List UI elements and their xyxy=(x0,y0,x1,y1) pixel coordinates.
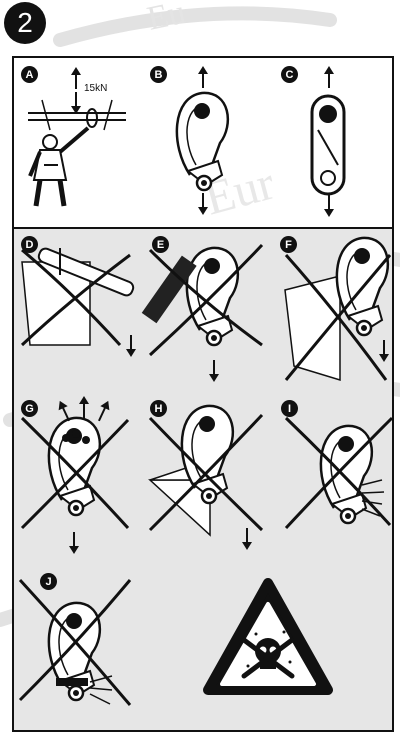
panel-label-f: F xyxy=(280,236,297,253)
panel-label-a: A xyxy=(21,66,38,83)
panel-f-illustration xyxy=(285,238,390,380)
panel-c-illustration xyxy=(312,66,344,217)
panel-label-c: C xyxy=(281,66,298,83)
panel-label-e: E xyxy=(152,236,169,253)
panel-i-illustration xyxy=(286,418,392,528)
force-label: 15kN xyxy=(84,83,107,94)
panel-label-h: H xyxy=(150,400,167,417)
panel-e-illustration xyxy=(142,245,262,382)
panel-h-illustration xyxy=(150,406,262,550)
panel-label-d: D xyxy=(21,236,38,253)
toxic-skull-warning-icon xyxy=(208,583,328,690)
panel-g-illustration xyxy=(22,396,128,554)
panel-label-g: G xyxy=(21,400,38,417)
panel-d-illustration xyxy=(22,247,136,357)
panel-label-i: I xyxy=(281,400,298,417)
panel-label-b: B xyxy=(150,66,167,83)
panel-j-illustration xyxy=(20,580,130,705)
panel-a-illustration xyxy=(28,67,126,206)
panel-b-illustration xyxy=(177,66,228,215)
panel-label-j: J xyxy=(40,573,57,590)
